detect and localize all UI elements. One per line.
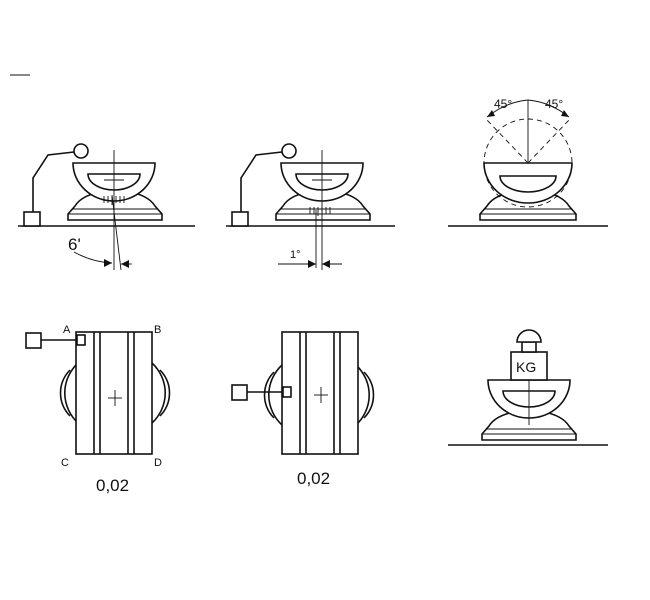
disc-right-edge: [355, 364, 370, 426]
indicator-tip: [282, 386, 292, 398]
panel-swivel-45deg: 45° 45°: [448, 97, 608, 227]
dial-indicator: [281, 143, 297, 159]
disc-slot: [295, 173, 349, 191]
disc-slot: [502, 390, 556, 408]
indicator-arm: [32, 151, 75, 213]
weight-knob: [516, 329, 542, 343]
weight-label: KG: [516, 359, 536, 375]
panel-tilt-table-1deg: 1°: [226, 143, 395, 270]
tilt-line: [111, 194, 122, 271]
disc-slot: [499, 175, 557, 193]
disc-left-edge: [64, 362, 79, 424]
indicator-box: [25, 332, 42, 349]
corner-a-label: A: [63, 324, 71, 336]
indicator-stand: [231, 211, 249, 227]
weight-block: [510, 351, 548, 381]
test-plate: [281, 331, 359, 455]
angle-label: 1°: [290, 249, 301, 261]
panel-tilt-table-6min: 6': [18, 143, 195, 271]
disc-left-edge: [268, 364, 283, 426]
rotary-table-disc: [483, 162, 573, 204]
right-angle-label: 45°: [545, 97, 563, 111]
indicator-box: [231, 384, 248, 401]
indicator-tip: [76, 334, 86, 346]
corner-b-label: B: [154, 324, 161, 336]
corner-c-label: C: [61, 457, 69, 469]
test-plate: [75, 331, 153, 455]
graduation-ticks: [309, 207, 331, 216]
indicator-arm: [240, 151, 283, 213]
tolerance-label: 0,02: [297, 469, 330, 488]
panel-plate-abcd: A B C D 0,02: [25, 324, 171, 495]
panel-weight-load: KG: [448, 329, 608, 446]
indicator-stand: [23, 211, 41, 227]
angle-label: 6': [68, 235, 81, 254]
tolerance-label: 0,02: [96, 476, 129, 495]
corner-d-label: D: [154, 457, 162, 469]
graduation-ticks: [103, 196, 125, 205]
left-45-line: [486, 119, 529, 164]
disc-slot: [87, 173, 141, 191]
weight-neck: [521, 341, 537, 353]
dial-indicator: [73, 143, 89, 159]
right-45-line: [527, 119, 570, 164]
panel-plate-centre: 0,02: [231, 331, 375, 488]
left-angle-label: 45°: [494, 97, 512, 111]
disc-right-edge: [151, 362, 166, 424]
